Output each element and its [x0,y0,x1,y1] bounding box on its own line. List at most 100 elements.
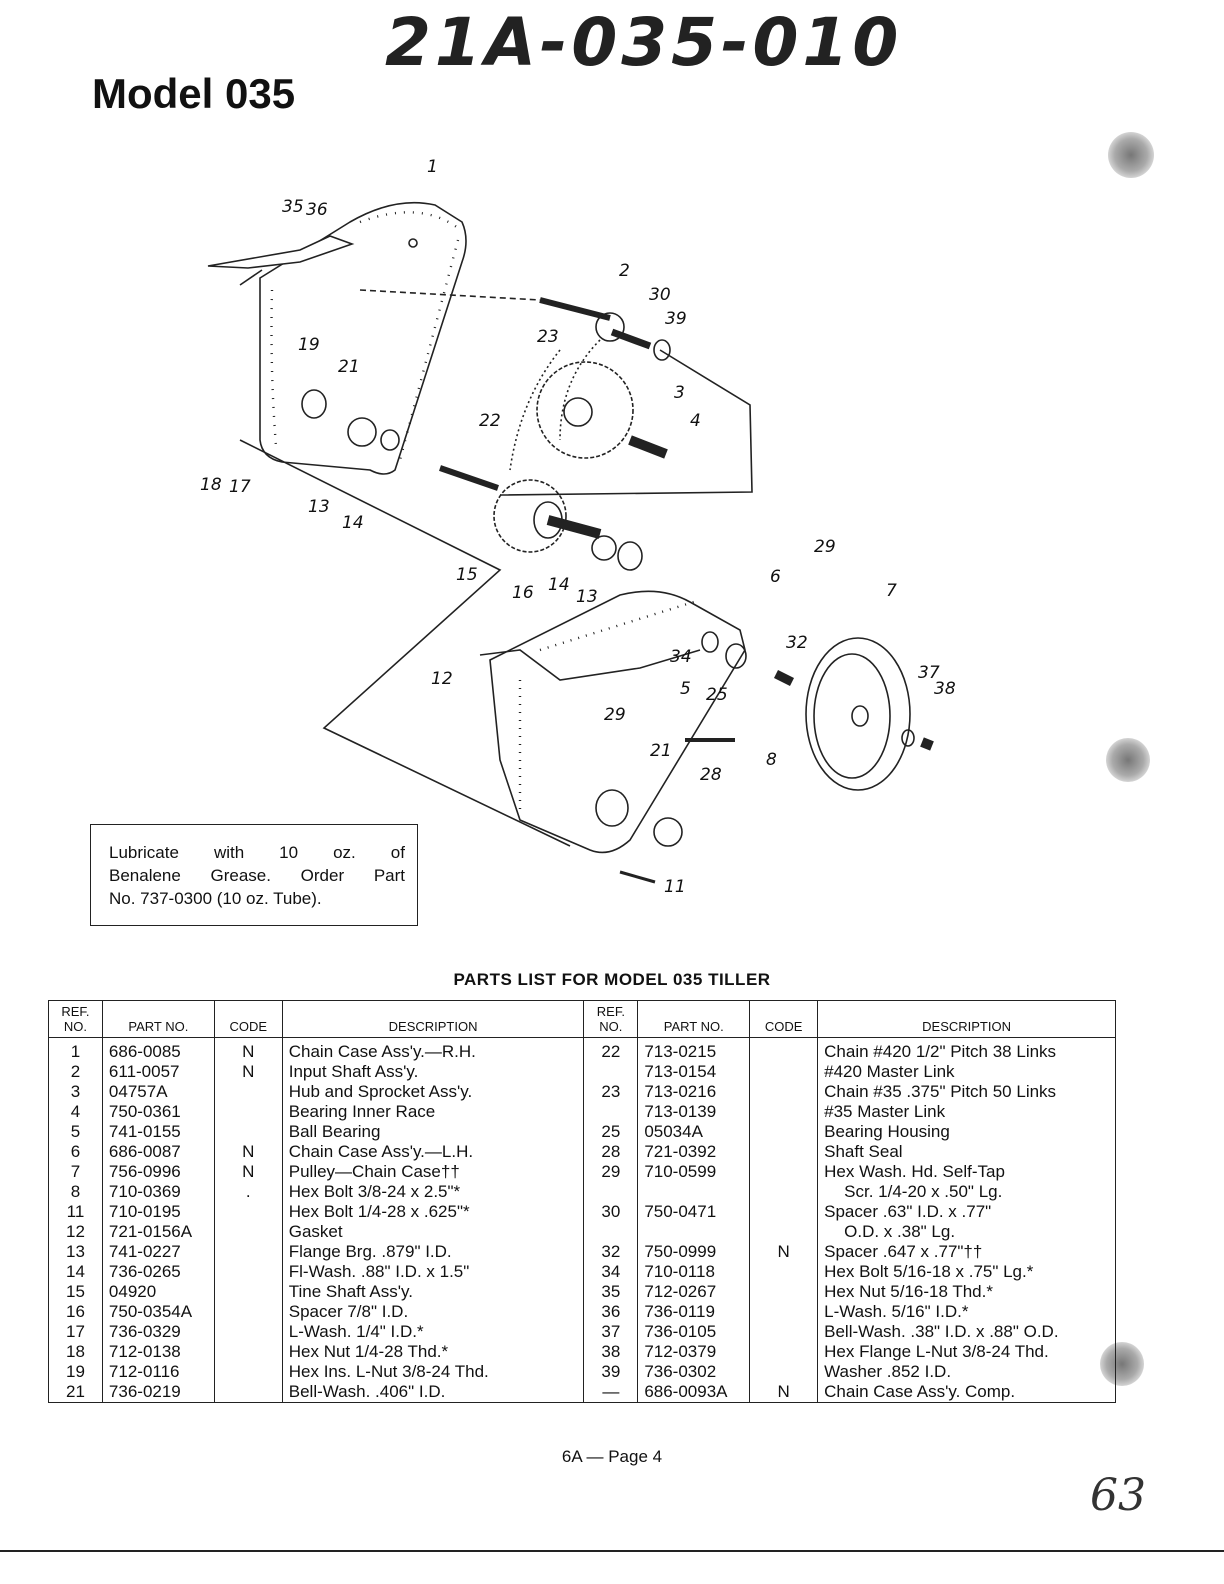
ref-no-cell: 36 [583,1302,639,1322]
code-cell [749,1202,819,1222]
part-no-cell [637,1222,751,1242]
callout-3: 3 [674,383,685,403]
ref-no-cell: 2 [48,1062,103,1082]
part-no-cell: 750-0361 [101,1102,215,1122]
ref-no-cell: 38 [583,1342,639,1362]
header-part-no: PART NO. [101,1000,215,1038]
ref-no-cell: 11 [48,1202,103,1222]
callout-34: 34 [670,647,692,667]
code-cell [213,1282,283,1302]
parts-list-title: PARTS LIST FOR MODEL 035 TILLER [453,970,771,989]
handwritten-corner-mark: 63 [1090,1470,1146,1521]
description-cell: Spacer 7/8" I.D. [281,1302,585,1322]
part-no-cell: 712-0267 [637,1282,751,1302]
description-cell: Chain Case Ass'y.—L.H. [281,1142,585,1162]
description-cell: Fl-Wash. .88" I.D. x 1.5" [281,1262,585,1282]
ref-no-cell: 35 [583,1282,639,1302]
part-no-cell [637,1182,751,1202]
description-cell: Ball Bearing [281,1122,585,1142]
punch-hole-middle [1106,738,1150,782]
code-cell [213,1322,283,1342]
lube-line-1: Lubricate with 10 oz. of [109,843,405,862]
callout-12: 12 [431,669,453,689]
code-cell [213,1122,283,1142]
ref-no-cell: 22 [583,1037,639,1062]
lubrication-note: Lubricate with 10 oz. of Benalene Grease… [90,824,418,926]
code-cell [213,1202,283,1222]
part-no-cell: 05034A [637,1122,751,1142]
part-no-cell: 710-0369 [101,1182,215,1202]
callout-35: 35 [282,197,304,217]
ref-no-cell: 23 [583,1082,639,1102]
code-cell [749,1322,819,1342]
part-no-cell: 04920 [101,1282,215,1302]
part-no-cell: 710-0599 [637,1162,751,1182]
description-cell: Gasket [281,1222,585,1242]
ref-no-cell: 18 [48,1342,103,1362]
callout-37: 37 [918,663,940,683]
description-cell: Bell-Wash. .406" I.D. [281,1382,585,1403]
code-cell [749,1142,819,1162]
part-no-cell: 712-0379 [637,1342,751,1362]
description-cell: Chain Case Ass'y.—R.H. [281,1037,585,1062]
bottom-rule [0,1550,1224,1552]
description-cell: Hex Nut 5/16-18 Thd.* [817,1282,1116,1302]
code-cell: N [213,1037,283,1062]
description-cell: Hub and Sprocket Ass'y. [281,1082,585,1102]
ref-no-cell: 21 [48,1382,103,1403]
header-code: CODE [213,1000,283,1038]
exploded-parts-diagram: 1 35 36 2 30 39 23 19 21 3 22 4 18 17 13… [200,157,956,897]
code-cell [749,1282,819,1302]
part-no-cell: 713-0139 [637,1102,751,1122]
code-cell [749,1162,819,1182]
code-cell [213,1222,283,1242]
callout-8: 8 [766,750,777,770]
header-part-no-right: PART NO. [637,1000,751,1038]
ref-no-cell: 28 [583,1142,639,1162]
ref-no-cell: 5 [48,1122,103,1142]
code-cell [213,1262,283,1282]
ref-no-cell: 14 [48,1262,103,1282]
code-cell [749,1302,819,1322]
ref-no-cell: 30 [583,1202,639,1222]
ref-no-cell: 12 [48,1222,103,1242]
description-cell: Bearing Inner Race [281,1102,585,1122]
part-no-cell: 736-0265 [101,1262,215,1282]
header-code-right: CODE [749,1000,819,1038]
ref-no-cell: — [583,1382,639,1403]
callout-21: 21 [338,357,360,377]
callout-14b: 14 [548,575,570,595]
callout-23: 23 [537,327,559,347]
part-no-cell: 712-0138 [101,1342,215,1362]
part-no-cell: 741-0227 [101,1242,215,1262]
callout-38: 38 [934,679,956,699]
code-cell [749,1062,819,1082]
description-cell: Hex Bolt 5/16-18 x .75" Lg.* [817,1262,1116,1282]
part-no-cell: 750-0471 [637,1202,751,1222]
handwritten-model-number: 21A-035-010 [385,4,903,81]
ref-no-cell: 34 [583,1262,639,1282]
header-description: DESCRIPTION [281,1000,585,1038]
callout-13b: 13 [576,587,598,607]
ref-no-cell: 7 [48,1162,103,1182]
callout-30: 30 [649,285,671,305]
part-no-cell: 713-0216 [637,1082,751,1102]
part-no-cell: 04757A [101,1082,215,1102]
lube-line-3: No. 737-0300 (10 oz. Tube). [109,889,322,908]
description-cell: Tine Shaft Ass'y. [281,1282,585,1302]
part-no-cell: 686-0093A [637,1382,751,1403]
code-cell [213,1382,283,1403]
code-cell [213,1242,283,1262]
description-cell: Scr. 1/4-20 x .50" Lg. [817,1182,1116,1202]
lube-line-2: Benalene Grease. Order Part [109,866,405,885]
parts-list-table: REF. NO. PART NO. CODE DESCRIPTION REF. … [48,1000,1116,1403]
callout-5: 5 [680,679,691,699]
part-no-cell: 611-0057 [101,1062,215,1082]
code-cell: N [213,1142,283,1162]
callout-7: 7 [886,581,897,601]
